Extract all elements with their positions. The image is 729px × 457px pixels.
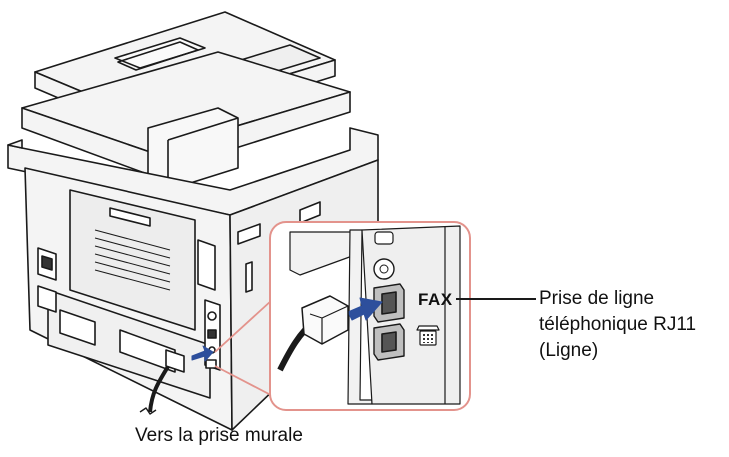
callout-line-2: téléphonique RJ11 xyxy=(539,314,697,335)
wall-outlet-label: Vers la prise murale xyxy=(135,425,303,446)
connect-arrow xyxy=(347,297,383,321)
callout-line-3: (Ligne) xyxy=(539,340,599,361)
fax-port xyxy=(373,283,405,323)
small-connect-arrow xyxy=(191,345,214,362)
phone-port xyxy=(373,323,405,361)
callout-text: Prise de ligne téléphonique RJ11 (Ligne) xyxy=(539,286,696,364)
wall-cable xyxy=(139,349,185,415)
callout-line-1: Prise de ligne xyxy=(539,288,655,309)
rj11-plug xyxy=(277,295,349,372)
telephone-icon xyxy=(416,325,440,346)
fax-port-label: FAX xyxy=(418,290,453,309)
port-zoom-inset xyxy=(269,221,471,411)
